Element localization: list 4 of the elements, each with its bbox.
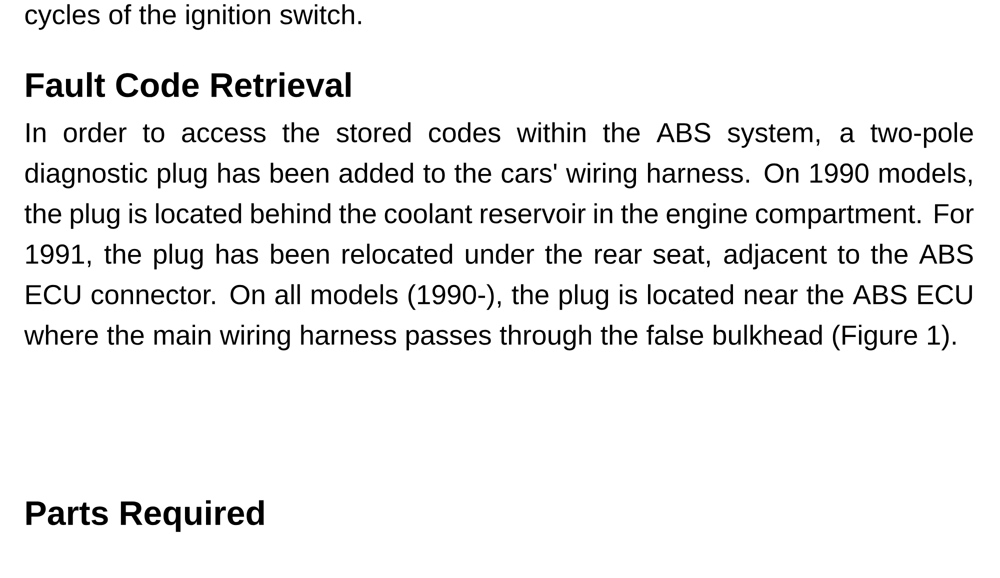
text-line: cycles of the ignition switch. [25,4,361,30]
section-heading: Parts Required [26,500,264,532]
section-heading: Fault Code Retrieval [26,72,350,98]
paragraph: In order to access the stored codes within the ABS system, a two-pole diagnostic plug has been added to the cars' wiring harness. On 1990 models, the plug is located behind the coolant reservoir in the engine compartment. For 1991, the plug has been relocated under the rear seat, adjacent to the ABS ECU connector. On all models (1990-), the plug is located near the ABS ECU where the main wiring harness passes through the false bulkhead (Figure 1). [24,122,974,350]
